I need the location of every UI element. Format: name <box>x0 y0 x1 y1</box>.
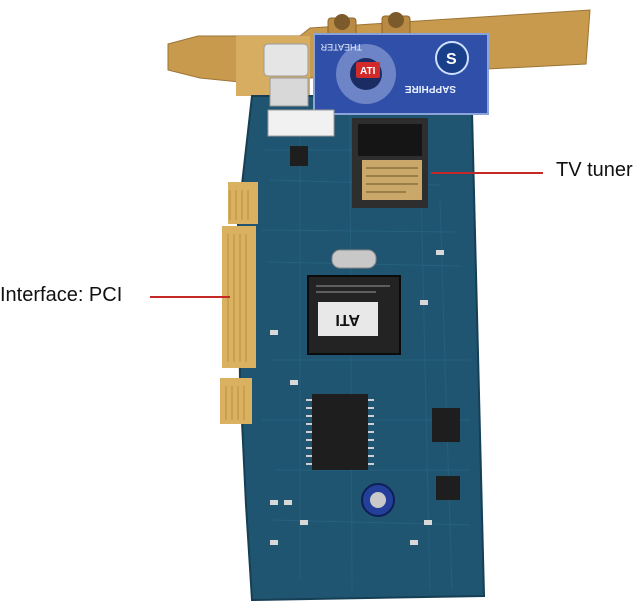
tuner-callout: TV tuner <box>556 159 633 181</box>
ati-chip-logo: ATI <box>335 311 360 328</box>
tuner-leader-line <box>431 172 543 174</box>
interface-leader-line <box>150 296 230 298</box>
smd-components <box>270 250 444 545</box>
small-ic <box>432 408 460 442</box>
capacitor <box>361 483 395 517</box>
svg-text:ATI: ATI <box>360 66 376 77</box>
crystal-oscillator <box>331 249 377 269</box>
pci-edge-connector <box>220 182 258 424</box>
memory-chip <box>306 394 374 470</box>
sticker-brand-text: SAPPHIRE <box>405 83 456 94</box>
interface-callout: Interface: PCI <box>0 284 123 306</box>
ati-chip: ATI <box>307 275 401 355</box>
sticker-product-text: THEATER <box>320 42 362 52</box>
header-connector <box>267 109 335 137</box>
sapphire-sticker: S SAPPHIRE THEATER ATI <box>313 33 489 115</box>
small-ic <box>290 146 308 166</box>
video-port <box>263 43 309 107</box>
svg-text:S: S <box>446 51 457 68</box>
tv-tuner-module <box>352 118 428 208</box>
small-ic <box>436 476 460 500</box>
